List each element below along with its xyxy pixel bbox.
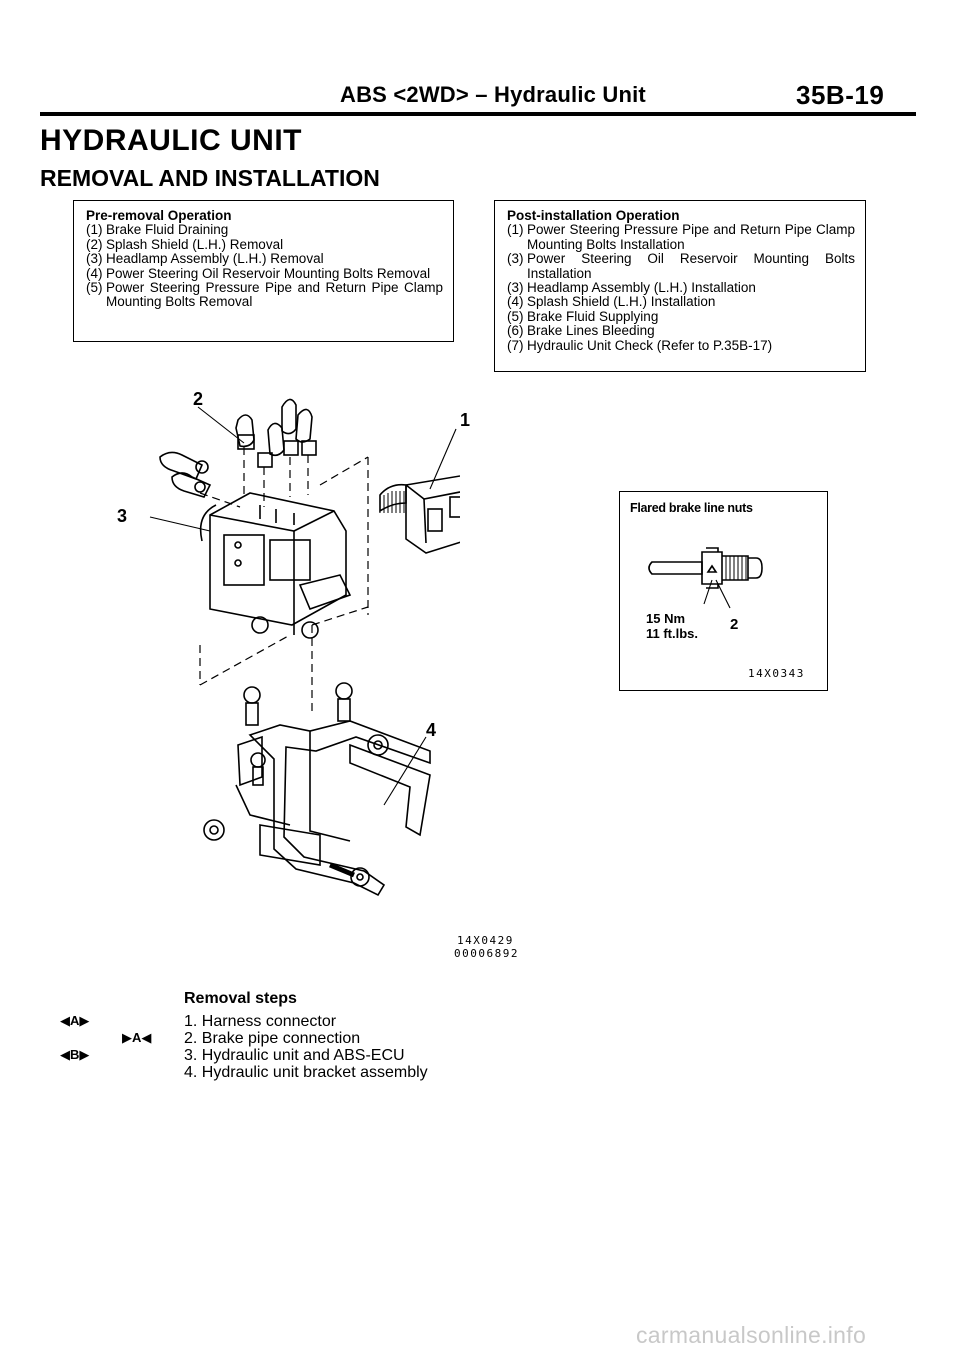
page-header-title: ABS <2WD> – Hydraulic Unit	[340, 82, 646, 107]
section-subheading: REMOVAL AND INSTALLATION	[40, 165, 380, 191]
header-divider	[40, 112, 916, 116]
inset-callout-2: 2	[730, 616, 739, 633]
torque-spec: 15 Nm 11 ft.lbs.	[646, 611, 699, 641]
brake-pipe-fittings-illustration	[159, 398, 317, 498]
list-item: (3)Headlamp Assembly (L.H.) Installation	[507, 280, 756, 296]
diagram-code: 14X0429	[457, 934, 514, 947]
pre-removal-box: Pre-removal Operation (1)Brake Fluid Dra…	[73, 200, 454, 342]
flared-nut-inset: Flared brake line nuts 15 Nm 11 ft.lbs. …	[619, 491, 828, 691]
hydraulic-unit-body-illustration	[199, 492, 352, 639]
removal-step: 4. Hydraulic unit bracket assembly	[184, 1064, 428, 1081]
list-item: (3)Power Steering Oil Reservoir Mounting…	[507, 251, 855, 281]
callout-3: 3	[117, 506, 128, 526]
removal-step: ◀B▶ 3. Hydraulic unit and ABS-ECU	[60, 1047, 405, 1064]
page-number: 35B-19	[796, 80, 885, 110]
harness-connector-illustration	[379, 475, 460, 554]
callout-1: 1	[460, 410, 471, 430]
inset-title: Flared brake line nuts	[630, 501, 753, 515]
list-item: (4)Power Steering Oil Reservoir Mounting…	[86, 265, 431, 281]
list-item: (6)Brake Lines Bleeding	[507, 323, 655, 339]
removal-step: ▶A◀ 2. Brake pipe connection	[122, 1030, 361, 1047]
list-item: (7)Hydraulic Unit Check (Refer to P.35B-…	[507, 337, 773, 353]
post-installation-title: Post-installation Operation	[507, 208, 680, 223]
inset-code: 14X0343	[748, 667, 805, 680]
diagram-code: 00006892	[454, 947, 519, 960]
list-item: (3)Headlamp Assembly (L.H.) Removal	[86, 251, 324, 267]
flared-nut-illustration	[648, 547, 763, 609]
callout-2: 2	[193, 389, 204, 409]
removal-steps-title: Removal steps	[184, 990, 297, 1007]
callout-leaders	[149, 406, 457, 806]
removal-step: ◀A▶ 1. Harness connector	[60, 1013, 337, 1030]
callout-4: 4	[426, 720, 437, 740]
hydraulic-unit-exploded-diagram	[149, 398, 460, 897]
list-item: (5)Power Steering Pressure Pipe and Retu…	[86, 280, 443, 310]
list-item: (2)Splash Shield (L.H.) Removal	[86, 236, 284, 252]
list-item: (1)Power Steering Pressure Pipe and Retu…	[507, 222, 855, 252]
dashed-guide-lines	[199, 447, 369, 715]
section-heading: HYDRAULIC UNIT	[40, 124, 302, 157]
watermark: carmanualsonline.info	[636, 1322, 867, 1348]
post-installation-box: Post-installation Operation (1)Power Ste…	[494, 200, 866, 372]
pre-removal-title: Pre-removal Operation	[86, 208, 232, 223]
bolts-and-nuts-illustration	[203, 682, 389, 887]
list-item: (1)Brake Fluid Draining	[86, 222, 229, 238]
list-item: (4)Splash Shield (L.H.) Installation	[507, 294, 716, 310]
list-item: (5)Brake Fluid Supplying	[507, 308, 659, 324]
